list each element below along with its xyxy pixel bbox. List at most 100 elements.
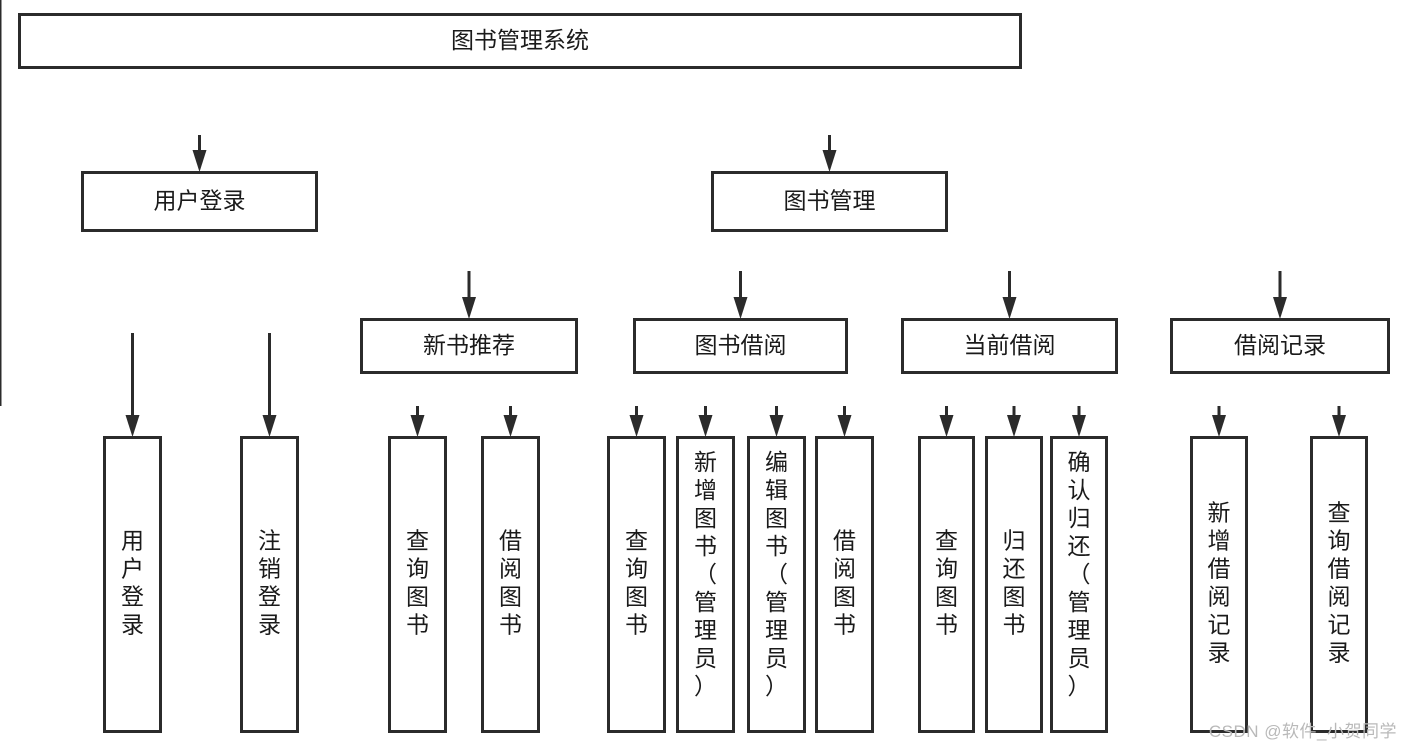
node-new-book-recommend[interactable]: 新书推荐 [360, 318, 578, 374]
arrow-head-icon [698, 415, 713, 437]
arrow-head-icon [733, 297, 748, 319]
connector-layer [0, 0, 1346, 437]
node-label-char: 借 [499, 528, 522, 554]
arrow-head-icon [1212, 415, 1226, 437]
node-label-char: 登 [258, 584, 281, 610]
node-label-char: 查 [406, 528, 429, 554]
node-label: 图书管理系统 [451, 27, 589, 53]
node-label-char: 书 [625, 612, 648, 638]
node-label-char: 图 [625, 584, 648, 610]
node-label-char: 确 [1068, 449, 1091, 475]
arrow-head-icon [262, 415, 277, 437]
node-label-char: 员 [1068, 645, 1091, 671]
arrow-head-icon [769, 415, 784, 437]
node-label-char: 询 [1328, 528, 1351, 554]
node-label-char: 询 [406, 556, 429, 582]
node-borrow-records[interactable]: 借阅记录 [1170, 318, 1390, 374]
node-label-char: 员 [694, 645, 717, 671]
node-label-char: 书 [499, 612, 522, 638]
node-label: 新书推荐 [423, 332, 515, 358]
node-current-borrow[interactable]: 当前借阅 [901, 318, 1118, 374]
node-label-char: 图 [694, 505, 717, 531]
node-label-char: 归 [1068, 505, 1091, 531]
node-label-char: 用 [121, 528, 144, 554]
arrow-head-icon [503, 415, 518, 437]
node-label-char: 登 [121, 584, 144, 610]
node-label-char: 记 [1328, 612, 1351, 638]
node-label: 图书管理 [784, 188, 876, 214]
node-label-char: ） [765, 673, 788, 699]
node-label-char: （ [1068, 561, 1091, 587]
node-label: 借阅记录 [1234, 332, 1326, 358]
node-label-char: 员 [765, 645, 788, 671]
node-label-char: 增 [1208, 528, 1231, 554]
arrow-head-icon [629, 415, 644, 437]
node-label-char: 录 [258, 612, 281, 638]
node-label-char: 图 [833, 584, 856, 610]
node-label-char: （ [694, 561, 717, 587]
arrow-head-icon [192, 150, 207, 172]
node-user-login[interactable]: 用户登录 [81, 171, 318, 232]
node-label-char: 查 [1328, 500, 1351, 526]
node-label: 当前借阅 [964, 332, 1056, 358]
arrow-head-icon [1273, 297, 1287, 319]
node-book-management[interactable]: 图书管理 [711, 171, 948, 232]
node-label-char: 书 [833, 612, 856, 638]
arrow-head-icon [822, 150, 837, 172]
node-label-char: 记 [1208, 612, 1231, 638]
node-label-char: 新 [694, 449, 717, 475]
node-label-char: 新 [1208, 500, 1231, 526]
arrow-head-icon [462, 297, 476, 319]
node-label-char: 询 [935, 556, 958, 582]
node-label-char: 书 [1003, 612, 1026, 638]
arrow-head-icon [410, 415, 425, 437]
arrow-head-icon [125, 415, 140, 437]
node-label-char: ） [1068, 673, 1091, 699]
node-label-char: 阅 [499, 556, 522, 582]
node-label-char: 图 [499, 584, 522, 610]
node-label-char: 归 [1003, 528, 1026, 554]
arrow-head-icon [1002, 297, 1017, 319]
arrow-head-icon [1007, 415, 1021, 437]
node-label-char: 书 [935, 612, 958, 638]
node-label-char: 阅 [1328, 584, 1351, 610]
node-leaf-user-login[interactable]: 用户登录 [103, 436, 162, 733]
node-label-char: 借 [1328, 556, 1351, 582]
node-label-char: 询 [625, 556, 648, 582]
node-label-char: 管 [694, 589, 717, 615]
node-label: 用户登录 [154, 188, 246, 214]
node-label-char: 销 [258, 556, 281, 582]
node-label-char: 编 [765, 449, 788, 475]
node-label-char: 图 [1003, 584, 1026, 610]
node-label-char: 图 [406, 584, 429, 610]
node-label-char: 理 [765, 617, 788, 643]
node-label-char: 借 [833, 528, 856, 554]
node-label-char: 阅 [1208, 584, 1231, 610]
node-label-char: 图 [765, 505, 788, 531]
node-label-char: 阅 [833, 556, 856, 582]
node-label-char: 查 [625, 528, 648, 554]
node-label-char: 认 [1068, 477, 1091, 503]
node-label-char: 户 [121, 556, 144, 582]
node-label-char: ） [694, 673, 717, 699]
node-label-char: 还 [1068, 533, 1091, 559]
node-label-char: 管 [1068, 589, 1091, 615]
node-label: 图书借阅 [695, 332, 787, 358]
node-root-root[interactable]: 图书管理系统 [18, 13, 1022, 69]
node-label-char: 理 [694, 617, 717, 643]
node-label-char: 借 [1208, 556, 1231, 582]
node-book-borrow[interactable]: 图书借阅 [633, 318, 848, 374]
